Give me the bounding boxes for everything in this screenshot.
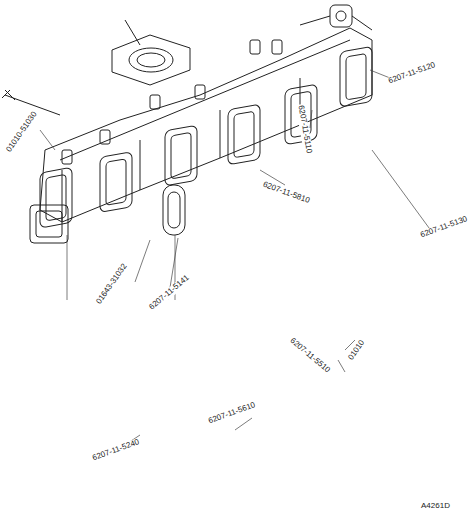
figure-id: A4261D <box>420 502 451 511</box>
leader-lines <box>40 70 432 445</box>
port-flanges <box>40 46 372 228</box>
part-number: 6207-11-5610 <box>206 401 257 427</box>
bolts <box>2 40 282 164</box>
part-number: 6207-11-5240 <box>90 438 141 464</box>
part-number: 6207-11-5810 <box>260 180 311 206</box>
part-number: 01643-31032 <box>94 262 129 307</box>
outlet-flange <box>112 20 190 85</box>
part-number: 6207-11-5120 <box>386 61 437 87</box>
part-number: 01010-51030 <box>4 110 39 155</box>
bracket <box>300 5 372 30</box>
part-number: 6207-11-5130 <box>419 215 470 241</box>
gaskets <box>30 185 185 243</box>
part-number: 6207-11-5510 <box>287 336 332 376</box>
part-number: 01010 <box>346 338 367 363</box>
manifold-body <box>40 28 372 222</box>
part-number: 6207-11-5141 <box>147 273 192 313</box>
